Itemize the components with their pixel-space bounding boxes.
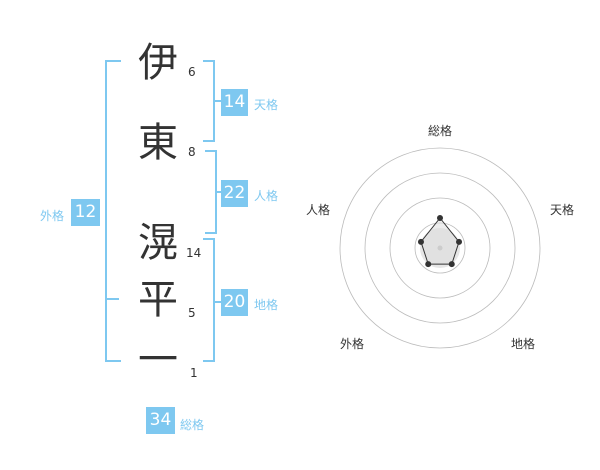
name-char-3: 滉 — [138, 220, 178, 266]
radar-ring-2 — [389, 197, 491, 299]
jinkaku-bracket — [205, 150, 217, 234]
stroke-count-5: 1 — [190, 366, 198, 380]
gaikaku-bracket-divider — [105, 298, 119, 300]
jinkaku-value: 22 — [221, 180, 248, 207]
tenkaku-connector — [215, 100, 221, 102]
chikaku-value: 20 — [221, 289, 248, 316]
chikaku-connector — [215, 301, 221, 303]
jinkaku-label: 人格 — [254, 189, 279, 203]
radar-axis-label-gaikaku: 外格 — [339, 337, 364, 351]
radar-ring-3 — [364, 172, 516, 324]
soukaku-value: 34 — [146, 407, 175, 434]
chikaku-label: 地格 — [254, 298, 279, 312]
radar-axis-label-chikaku: 地格 — [510, 337, 535, 351]
tenkaku-bracket — [203, 60, 215, 142]
radar-center-dot — [437, 245, 443, 251]
radar-point-2 — [448, 261, 455, 268]
gaikaku-label: 外格 — [40, 209, 65, 223]
radar-point-3 — [425, 261, 432, 268]
stroke-count-4: 5 — [188, 306, 196, 320]
gaikaku-bracket — [105, 60, 121, 362]
tenkaku-value: 14 — [221, 89, 248, 116]
radar-axis-label-tenkaku: 天格 — [549, 203, 574, 217]
kakusu-radar-chart — [339, 147, 541, 349]
gaikaku-value: 12 — [71, 199, 100, 226]
name-char-1: 伊 — [138, 40, 178, 86]
stroke-count-3: 14 — [186, 246, 202, 260]
stroke-count-2: 8 — [188, 145, 196, 159]
radar-axis-label-soukaku: 総格 — [427, 124, 452, 138]
name-char-2: 東 — [138, 120, 178, 166]
name-char-4: 平 — [138, 277, 178, 323]
stroke-count-1: 6 — [188, 65, 196, 79]
name-char-5: 一 — [138, 337, 178, 383]
radar-point-4 — [417, 238, 424, 245]
radar-point-1 — [456, 238, 463, 245]
soukaku-label: 総格 — [180, 418, 205, 432]
radar-series-polygon — [420, 217, 460, 265]
chikaku-bracket — [203, 238, 215, 362]
jinkaku-connector — [217, 191, 221, 193]
radar-ring-4 — [339, 147, 541, 349]
tenkaku-label: 天格 — [254, 98, 279, 112]
radar-point-0 — [437, 215, 443, 221]
radar-axis-label-jinkaku: 人格 — [305, 203, 330, 217]
